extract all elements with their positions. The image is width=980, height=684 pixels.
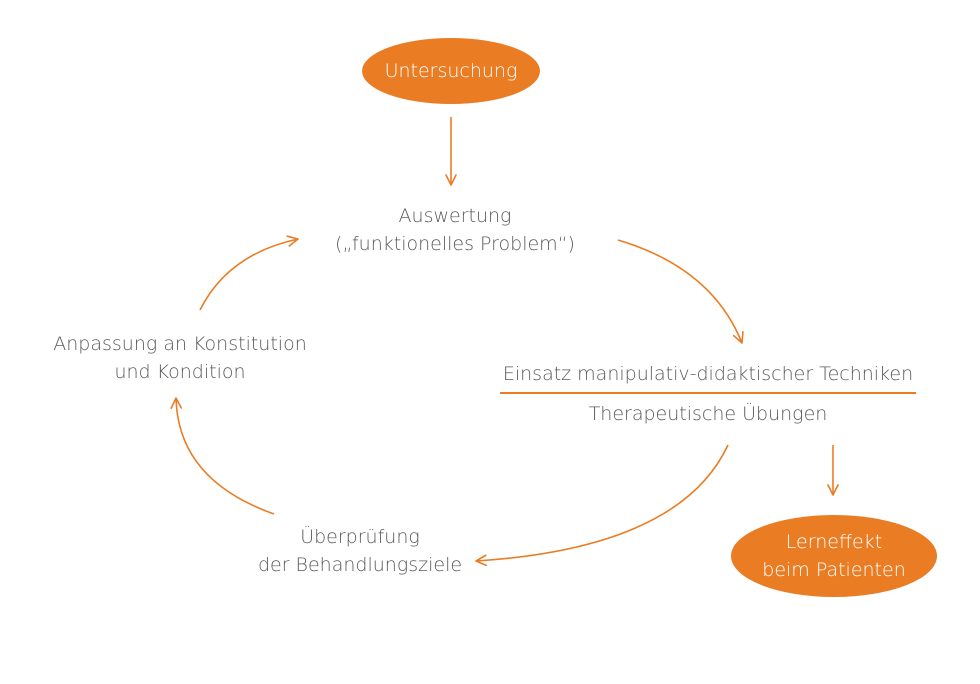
lerneffekt-node: Lerneffekt beim Patienten — [731, 515, 937, 597]
lerneffekt-label-line2: beim Patienten — [762, 559, 906, 581]
anpassung-label-line2: und Kondition — [114, 361, 246, 383]
einsatz-divider — [500, 392, 916, 394]
therapeutische-uebungen-label: Therapeutische Übungen — [588, 403, 828, 425]
auswertung-label-line2: („funktionelles Problem“) — [335, 233, 575, 255]
ueberpruefung-label-line1: Überprüfung — [300, 526, 420, 548]
auswertung-node: Auswertung („funktionelles Problem“) — [305, 200, 605, 260]
ueberpruefung-label-line2: der Behandlungsziele — [257, 554, 463, 576]
untersuchung-label: Untersuchung — [384, 60, 518, 82]
auswertung-label-line1: Auswertung — [398, 205, 512, 227]
anpassung-label-line1: Anpassung an Konstitution — [53, 333, 307, 355]
lerneffekt-label-line1: Lerneffekt — [785, 531, 883, 553]
arrow-ueberpruefung-to-anpassung — [170, 397, 275, 515]
arrow-auswertung-to-einsatz — [617, 239, 744, 344]
einsatz-label: Einsatz manipulativ-didaktischer Technik… — [502, 363, 914, 385]
arrow-einsatz-to-ueberpruefung — [475, 444, 729, 567]
untersuchung-node: Untersuchung — [362, 38, 540, 104]
anpassung-node: Anpassung an Konstitution und Kondition — [30, 328, 330, 388]
arrow-anpassung-to-auswertung — [199, 235, 299, 311]
einsatz-node: Einsatz manipulativ-didaktischer Technik… — [500, 358, 916, 434]
ueberpruefung-node: Überprüfung der Behandlungsziele — [225, 521, 495, 581]
